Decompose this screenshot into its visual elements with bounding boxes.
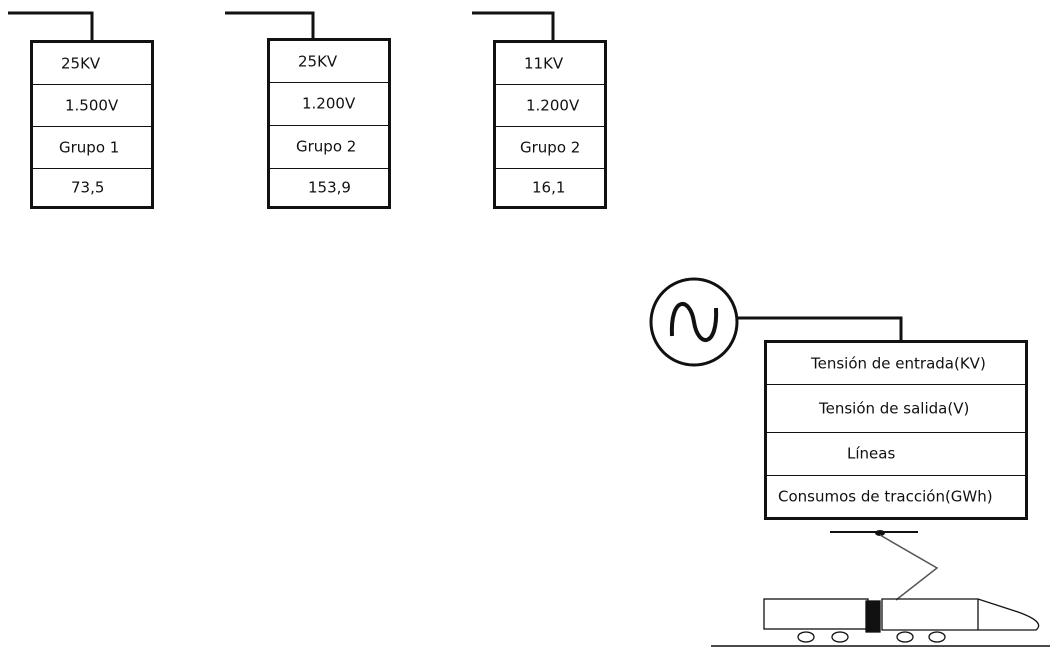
station-1-consumption: 73,5 bbox=[71, 178, 105, 196]
station-box-2: 25KV 1.200V Grupo 2 153,9 bbox=[267, 38, 391, 209]
station-box-3: 11KV 1.200V Grupo 2 16,1 bbox=[493, 40, 607, 209]
station-2-group: Grupo 2 bbox=[270, 126, 388, 169]
station-box-1: 25KV 1.500V Grupo 1 73,5 bbox=[30, 40, 154, 209]
ac-source-icon bbox=[649, 277, 739, 367]
legend-box: Tensión de entrada(KV) Tensión de salida… bbox=[764, 340, 1028, 520]
station-3-output-voltage: 1.200V bbox=[496, 85, 604, 127]
station-3-consumption: 16,1 bbox=[532, 178, 566, 196]
source-wire bbox=[737, 316, 903, 340]
station-1-group: Grupo 1 bbox=[33, 127, 151, 169]
station-2-consumption: 153,9 bbox=[308, 178, 351, 196]
legend-output-voltage: Tensión de salida(V) bbox=[767, 385, 1025, 433]
station-3-group: Grupo 2 bbox=[496, 127, 604, 169]
electric-train-icon bbox=[711, 598, 1050, 647]
pantograph-icon bbox=[875, 530, 939, 601]
feeder-wire-1 bbox=[8, 11, 94, 40]
station-2-output-voltage: 1.200V bbox=[270, 83, 388, 126]
station-3-input-voltage: 11KV bbox=[496, 43, 604, 85]
station-1-input-voltage: 25KV bbox=[33, 43, 151, 85]
station-2-input-voltage: 25KV bbox=[270, 41, 388, 83]
legend-input-voltage: Tensión de entrada(KV) bbox=[767, 343, 1025, 385]
legend-lines: Líneas bbox=[767, 433, 1025, 476]
feeder-wire-2 bbox=[225, 11, 315, 40]
station-1-output-voltage: 1.500V bbox=[33, 85, 151, 127]
legend-traction-consumption: Consumos de tracción(GWh) bbox=[778, 487, 993, 505]
feeder-wire-3 bbox=[472, 11, 555, 40]
